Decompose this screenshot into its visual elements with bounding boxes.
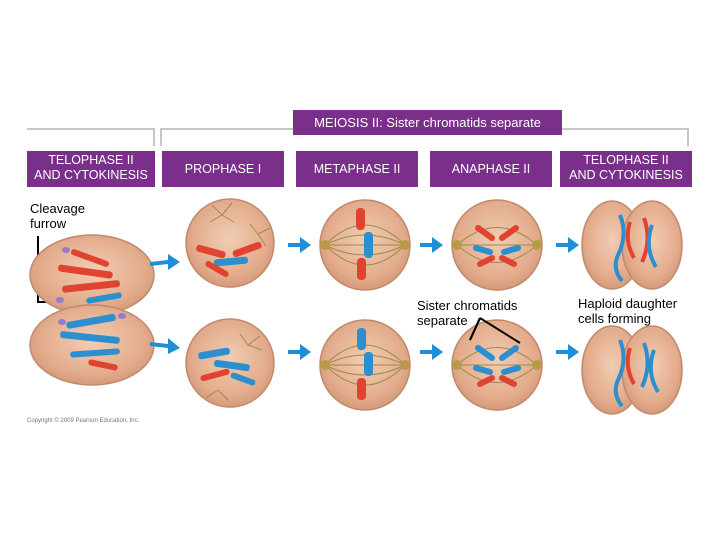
haploid-daughter-label: Haploid daughter cells forming xyxy=(578,296,677,326)
arrow-bottom-3 xyxy=(420,344,443,360)
metaphase-cell-top xyxy=(319,199,411,291)
meiosis-ii-header: MEIOSIS II: Sister chromatids separate xyxy=(293,110,562,135)
label-line1: Cleavage xyxy=(30,201,85,216)
bracket-right-horizontal-a xyxy=(160,128,293,130)
stage-label-prophase: PROPHASE I xyxy=(162,151,284,187)
arrow-top-1 xyxy=(150,254,180,270)
arrow-top-3 xyxy=(420,237,443,253)
stage-line1: METAPHASE II xyxy=(313,162,401,176)
sister-chromatids-label: Sister chromatids separate xyxy=(417,298,517,328)
bracket-right-horizontal-b xyxy=(562,128,689,130)
bracket-left-tick xyxy=(153,128,155,146)
copyright-text: Copyright © 2009 Pearson Education, Inc. xyxy=(27,418,140,424)
cleavage-furrow-label: Cleavage furrow xyxy=(30,201,85,231)
label-line1: Haploid daughter xyxy=(578,296,678,311)
bracket-right-tick-b xyxy=(687,128,689,146)
label-line1: Sister chromatids xyxy=(417,298,518,313)
stage-label-telophase-ii-right: TELOPHASE II AND CYTOKINESIS xyxy=(560,151,692,187)
anaphase-cell-top xyxy=(451,199,543,291)
stage-line2: AND CYTOKINESIS xyxy=(569,168,683,182)
stage-line2: AND CYTOKINESIS xyxy=(34,168,148,182)
prophase-cell-top xyxy=(185,198,275,288)
stage-line1: TELOPHASE II xyxy=(583,153,669,167)
prophase-cell-bottom xyxy=(185,318,275,408)
left-cell-bottom xyxy=(29,304,155,386)
stage-line1: TELOPHASE II xyxy=(48,153,134,167)
metaphase-cell-bottom xyxy=(319,319,411,411)
stage-label-metaphase-ii: METAPHASE II xyxy=(296,151,418,187)
label-line2: separate xyxy=(417,313,468,328)
bracket-left-horizontal xyxy=(27,128,155,130)
arrow-bottom-1 xyxy=(150,338,180,354)
anaphase-cell-bottom xyxy=(451,319,543,411)
stage-label-anaphase-ii: ANAPHASE II xyxy=(430,151,552,187)
arrow-top-4 xyxy=(556,237,579,253)
arrow-bottom-2 xyxy=(288,344,311,360)
stage-line1: PROPHASE I xyxy=(184,162,262,176)
left-cell-top xyxy=(29,234,155,316)
telophase-right-cell-bottom xyxy=(581,325,683,415)
telophase-right-cell-top xyxy=(581,200,683,290)
stage-line1: ANAPHASE II xyxy=(451,162,531,176)
stage-label-telophase-ii-left: TELOPHASE II AND CYTOKINESIS xyxy=(27,151,155,187)
arrow-bottom-4 xyxy=(556,344,579,360)
label-line2: cells forming xyxy=(578,311,651,326)
label-line2: furrow xyxy=(30,216,67,231)
arrow-top-2 xyxy=(288,237,311,253)
bracket-right-tick-a xyxy=(160,128,162,146)
